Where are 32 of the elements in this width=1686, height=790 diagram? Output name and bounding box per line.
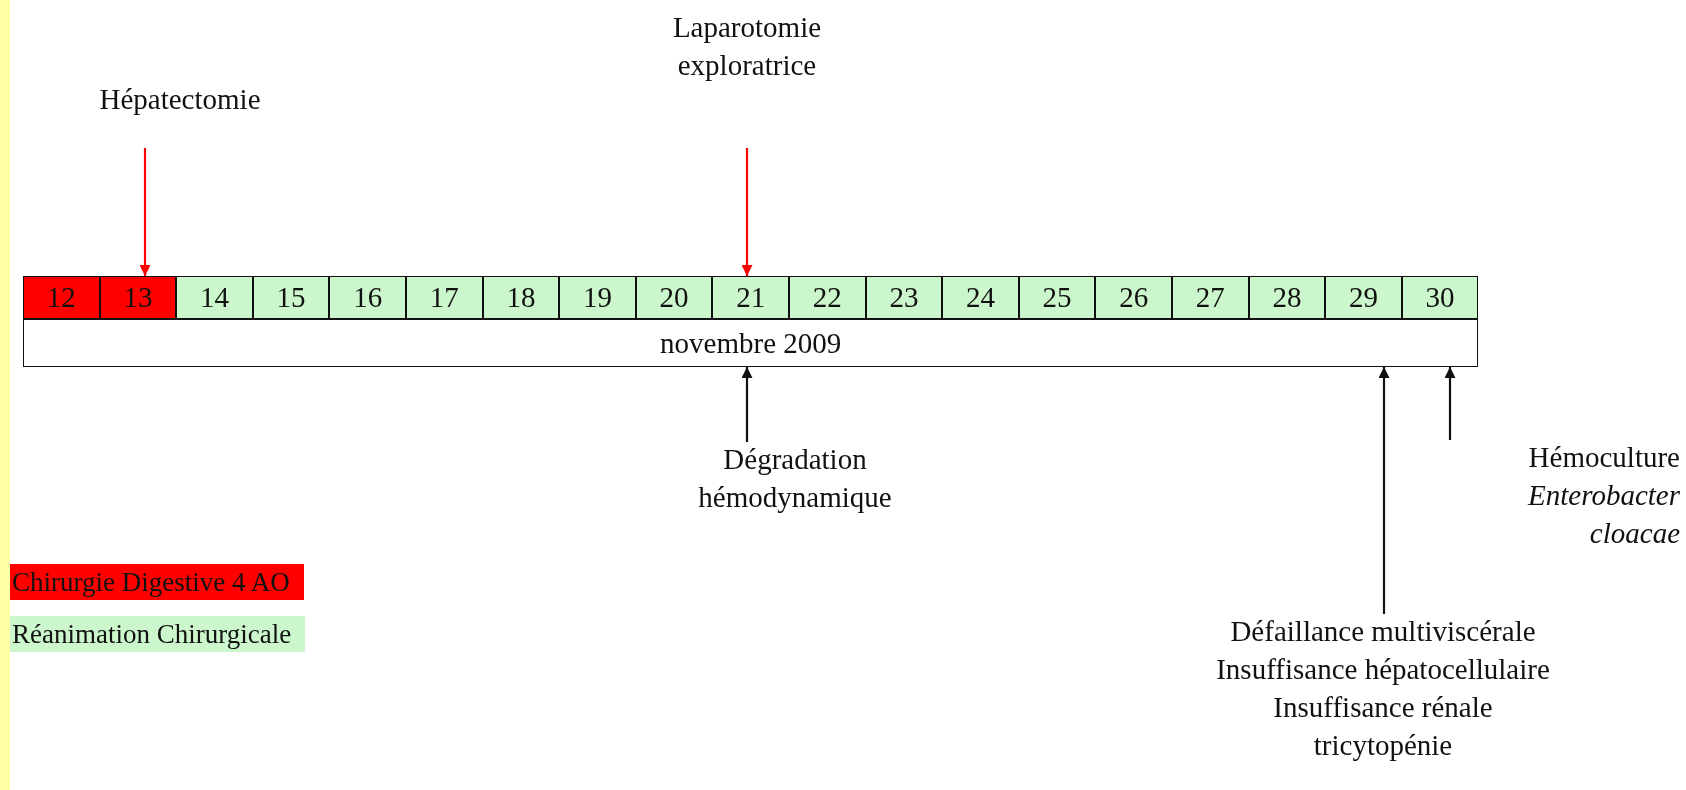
event-label: Dégradation hémodynamique [660, 440, 930, 516]
legend-text: Réanimation Chirurgicale [12, 618, 292, 650]
day-cell: 22 [789, 276, 866, 319]
day-cell: 21 [712, 276, 789, 319]
day-cell: 23 [865, 276, 943, 319]
legend-text: Chirurgie Digestive 4 AO [12, 566, 290, 598]
arrow [1378, 367, 1390, 614]
event-label: Hépatectomie [50, 80, 310, 118]
event-label: Laparotomie exploratrice [617, 8, 877, 84]
month-band: novembre 2009 [23, 319, 1479, 367]
day-cell: 16 [329, 276, 406, 319]
arrow [1444, 367, 1456, 440]
day-cell: 13 [99, 276, 177, 319]
day-cell: 30 [1401, 276, 1479, 319]
arrow [139, 148, 151, 276]
day-cell: 20 [635, 276, 713, 319]
event-label: Hémoculture Enterobacter cloacae [1440, 438, 1680, 552]
day-cell: 12 [23, 276, 100, 319]
day-cell: 27 [1172, 276, 1249, 319]
day-cell: 18 [482, 276, 560, 319]
day-cell: 28 [1248, 276, 1326, 319]
event-label: Défaillance multiviscérale Insuffisance hépatocellulaire Insuffisance rénale tricytopénie [1158, 612, 1608, 764]
day-cell: 19 [559, 276, 636, 319]
day-cell: 29 [1325, 276, 1402, 319]
arrow [741, 148, 753, 276]
day-cell: 17 [406, 276, 483, 319]
day-cell: 24 [942, 276, 1019, 319]
day-cell: 15 [252, 276, 330, 319]
day-cell: 14 [176, 276, 253, 319]
day-cell: 26 [1095, 276, 1172, 319]
arrow [741, 367, 753, 442]
day-cell: 25 [1018, 276, 1096, 319]
